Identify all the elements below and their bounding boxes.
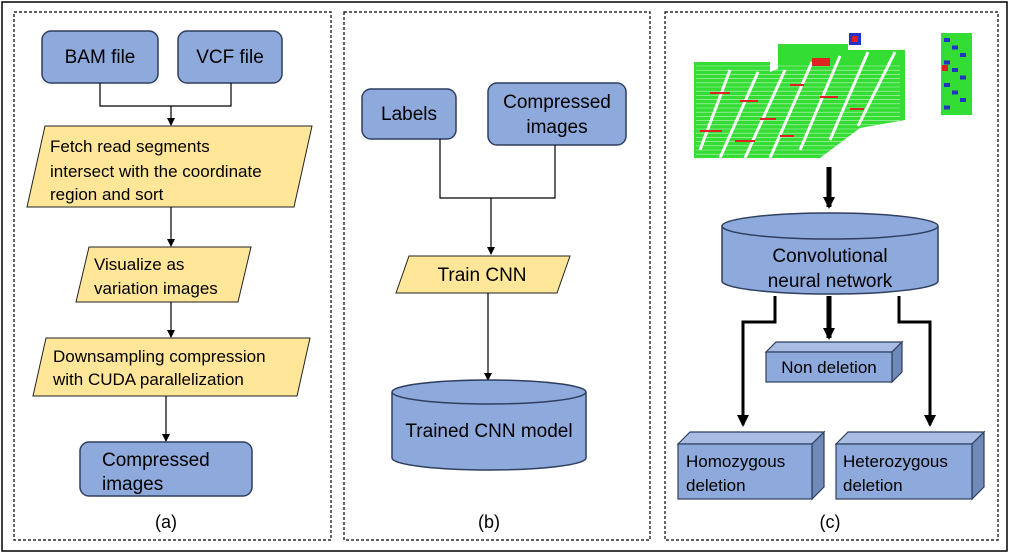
mismatch-mark bbox=[760, 118, 776, 120]
variation-image-thumbnails bbox=[694, 33, 972, 159]
read-pileup-right bbox=[941, 33, 972, 115]
homozygous-label-line1: Homozygous bbox=[686, 452, 785, 471]
panel-c-frame bbox=[664, 11, 999, 541]
panel-a-caption: (a) bbox=[155, 512, 177, 532]
mismatch-mark bbox=[735, 140, 755, 142]
cnn-cylinder bbox=[721, 212, 939, 295]
read-marker-right bbox=[944, 105, 950, 110]
labels-box bbox=[361, 88, 457, 140]
visualize-label-line1: Visualize as bbox=[94, 255, 184, 274]
panel-b-frame bbox=[343, 11, 651, 541]
read-marker-right bbox=[952, 68, 958, 72]
read-marker-right bbox=[952, 90, 958, 95]
compressed-images-box-b bbox=[487, 82, 627, 146]
visualize-label-line2: variation images bbox=[94, 279, 218, 298]
labels-label: Labels bbox=[381, 104, 437, 125]
read-marker-right bbox=[960, 98, 966, 102]
mismatch-mark bbox=[850, 108, 864, 110]
downsample-label-line2: with CUDA parallelization bbox=[52, 370, 244, 389]
vcf-file-box bbox=[177, 30, 283, 84]
read-marker-right bbox=[944, 38, 950, 42]
read-marker-right bbox=[944, 83, 950, 87]
non-deletion-label: Non deletion bbox=[781, 358, 876, 377]
panel-c: Convolutional neural network Non deletio… bbox=[676, 33, 986, 532]
mismatch-mark bbox=[740, 100, 758, 102]
compressed-a-label-line2: images bbox=[102, 474, 163, 495]
homozygous-label-line2: deletion bbox=[686, 476, 746, 495]
read-diagonal-gap bbox=[828, 51, 870, 141]
read-diagonal-gap bbox=[698, 69, 732, 151]
compressed-a-label-line1: Compressed bbox=[102, 450, 210, 471]
downsample-label-line1: Downsampling compression bbox=[53, 347, 266, 366]
read-diagonal-gap bbox=[856, 51, 897, 127]
compressed-images-box-a bbox=[79, 441, 253, 497]
fetch-label-line3: region and sort bbox=[50, 185, 164, 204]
panel-a: BAM file VCF file Fetch read segments in… bbox=[26, 30, 313, 532]
read-diagonal-gap bbox=[798, 55, 842, 151]
trained-model-label: Trained CNN model bbox=[405, 421, 572, 442]
mismatch-block bbox=[812, 58, 830, 66]
read-marker-right bbox=[944, 60, 950, 65]
vcf-file-label: VCF file bbox=[196, 47, 264, 68]
mismatch-mark bbox=[820, 96, 838, 98]
visualize-parallelogram bbox=[75, 246, 252, 303]
mismatch-mark bbox=[710, 92, 730, 94]
soft-clip-core bbox=[852, 36, 858, 42]
read-marker-right bbox=[960, 53, 966, 57]
read-diagonal-gap bbox=[743, 69, 787, 159]
heterozygous-label-line2: deletion bbox=[843, 476, 903, 495]
arrow-to-heterozygous bbox=[897, 296, 936, 427]
homozygous-box bbox=[676, 430, 826, 501]
panel-a-frame bbox=[13, 11, 332, 541]
cnn-label-line2: neural network bbox=[768, 271, 893, 292]
panel-b-caption: (b) bbox=[478, 512, 500, 532]
compressed-b-label-line1: Compressed bbox=[503, 92, 611, 113]
arrow-to-homozygous bbox=[737, 296, 777, 427]
compressed-b-label-line2: images bbox=[526, 117, 587, 138]
fetch-label-line1: Fetch read segments bbox=[50, 137, 210, 156]
fetch-label-line2: intersect with the coordinate bbox=[50, 162, 262, 181]
mismatch-mark bbox=[790, 84, 804, 86]
train-cnn-label: Train CNN bbox=[437, 265, 526, 286]
mismatch-mark-right bbox=[942, 65, 948, 71]
panel-c-caption: (c) bbox=[820, 512, 841, 532]
read-diagonal-gap bbox=[768, 61, 814, 159]
panel-b: Labels Compressed images Train CNN Train… bbox=[361, 82, 627, 532]
trained-model-cylinder bbox=[391, 379, 587, 471]
mismatch-mark bbox=[780, 135, 794, 137]
train-cnn-parallelogram bbox=[395, 255, 571, 294]
heterozygous-label-line1: Heterozygous bbox=[843, 452, 948, 471]
heterozygous-box bbox=[834, 430, 986, 501]
downsample-parallelogram bbox=[32, 337, 311, 397]
fetch-parallelogram bbox=[26, 125, 313, 208]
merge-connector-b bbox=[439, 139, 556, 199]
bam-file-label: BAM file bbox=[65, 47, 136, 68]
read-marker-right bbox=[952, 45, 958, 50]
read-marker-right bbox=[960, 75, 966, 80]
mismatch-mark bbox=[700, 130, 722, 132]
merge-connector-a bbox=[99, 83, 232, 107]
read-diagonal-gap bbox=[718, 71, 760, 159]
non-deletion-box bbox=[764, 340, 904, 384]
cnn-label-line1: Convolutional bbox=[772, 246, 887, 267]
